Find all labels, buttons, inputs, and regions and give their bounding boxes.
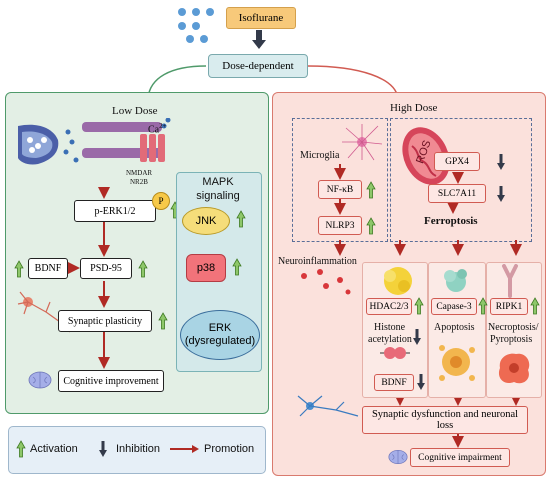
perk-box: p-ERK1/2 bbox=[74, 200, 156, 222]
legend-panel bbox=[8, 426, 266, 474]
activation-arrow-icon bbox=[366, 181, 376, 199]
synapse-receptor-icon bbox=[18, 118, 171, 165]
brain-icon bbox=[388, 450, 408, 464]
nmdar-label: NMDAR bbox=[126, 169, 153, 177]
acetylation-label: acetylation bbox=[368, 334, 412, 345]
phospho-badge: P bbox=[152, 192, 170, 210]
hdac-box: HDAC2/3 bbox=[366, 298, 412, 315]
microglia-label: Microglia bbox=[300, 150, 340, 161]
nfkb-box: NF-κB bbox=[318, 180, 362, 199]
activation-arrow-icon bbox=[232, 258, 242, 276]
brain-icon bbox=[28, 371, 52, 389]
neuron-icon bbox=[17, 291, 71, 333]
activation-arrow-icon bbox=[478, 297, 488, 315]
gpx4-box: GPX4 bbox=[434, 152, 480, 171]
inhibition-arrow-icon bbox=[497, 154, 505, 170]
inflammation-particles-icon bbox=[301, 269, 351, 295]
activation-arrow-icon bbox=[16, 440, 26, 458]
apoptotic-cell-icon bbox=[439, 345, 475, 381]
legend-activation-label: Activation bbox=[30, 443, 78, 455]
dose-dependent-box: Dose-dependent bbox=[208, 54, 308, 78]
down-arrow-icon bbox=[252, 30, 266, 49]
ripk1-box: RIPK1 bbox=[490, 298, 528, 315]
cognitive-improvement-box: Cognitive improvement bbox=[58, 370, 164, 392]
apoptosis-label: Apoptosis bbox=[434, 322, 475, 333]
hdac-protein-icon bbox=[384, 267, 412, 295]
pyroptosis-label: Pyroptosis bbox=[490, 334, 533, 345]
erk-label: ERK bbox=[208, 321, 232, 334]
ripk1-receptor-icon bbox=[502, 264, 518, 298]
nr2b-label: NR2B bbox=[130, 178, 148, 186]
inhibition-arrow-icon bbox=[497, 186, 505, 202]
activation-arrow-icon bbox=[530, 297, 540, 315]
high-dose-title: High Dose bbox=[390, 102, 438, 114]
nucleosome-icon bbox=[380, 347, 410, 359]
neuroinflammation-label: Neuroinflammation bbox=[278, 256, 357, 267]
legend-inhibition-label: Inhibition bbox=[116, 443, 161, 455]
bdnf-box-low: BDNF bbox=[28, 258, 68, 279]
inhibition-arrow-icon bbox=[99, 441, 107, 457]
activation-arrow-icon bbox=[158, 312, 168, 330]
activation-arrow-icon bbox=[138, 260, 148, 278]
promotion-arrow-icon bbox=[170, 445, 199, 453]
ferroptosis-label: Ferroptosis bbox=[424, 215, 478, 227]
isoflurane-box: Isoflurane bbox=[226, 7, 296, 29]
isoflurane-molecules-icon bbox=[178, 8, 214, 43]
nlrp3-box: NLRP3 bbox=[318, 216, 362, 235]
necroptosis-label: Necroptosis/ bbox=[488, 322, 539, 333]
necrotic-cell-icon bbox=[498, 353, 530, 384]
capase-box: Capase-3 bbox=[431, 298, 477, 315]
synaptic-dysfunction-box: Synaptic dysfunction and neuronal loss bbox=[362, 406, 528, 434]
bdnf-box-high: BDNF bbox=[374, 374, 414, 391]
inhibition-arrow-icon bbox=[413, 329, 421, 345]
p38-node: p38 bbox=[186, 254, 226, 282]
low-dose-title: Low Dose bbox=[112, 105, 158, 117]
activation-arrow-icon bbox=[14, 260, 24, 278]
erk-node: ERK (dysregulated) bbox=[180, 310, 260, 360]
slc7a11-box: SLC7A11 bbox=[428, 184, 486, 203]
mapk-title: MAPK bbox=[202, 176, 234, 188]
activation-arrow-icon bbox=[366, 217, 376, 235]
activation-arrow-icon bbox=[414, 297, 424, 315]
psd95-box: PSD-95 bbox=[80, 258, 132, 279]
damaged-neuron-icon bbox=[297, 395, 359, 417]
erk-sublabel: (dysregulated) bbox=[184, 335, 256, 347]
mapk-subtitle: signaling bbox=[196, 190, 240, 202]
activation-arrow-icon bbox=[236, 210, 246, 228]
capase-protein-icon bbox=[444, 269, 467, 292]
jnk-node: JNK bbox=[182, 207, 230, 235]
inhibition-arrow-icon bbox=[417, 374, 425, 390]
cognitive-impairment-box: Cognitive impairment bbox=[410, 448, 510, 467]
histone-label: Histone bbox=[374, 322, 406, 333]
calcium-label: Ca2+ bbox=[148, 122, 167, 136]
ferroptosis-dashed-box bbox=[390, 118, 532, 242]
legend-promotion-label: Promotion bbox=[204, 443, 255, 455]
synaptic-plasticity-box: Synaptic plasticity bbox=[58, 310, 152, 332]
microglia-icon bbox=[342, 124, 383, 161]
